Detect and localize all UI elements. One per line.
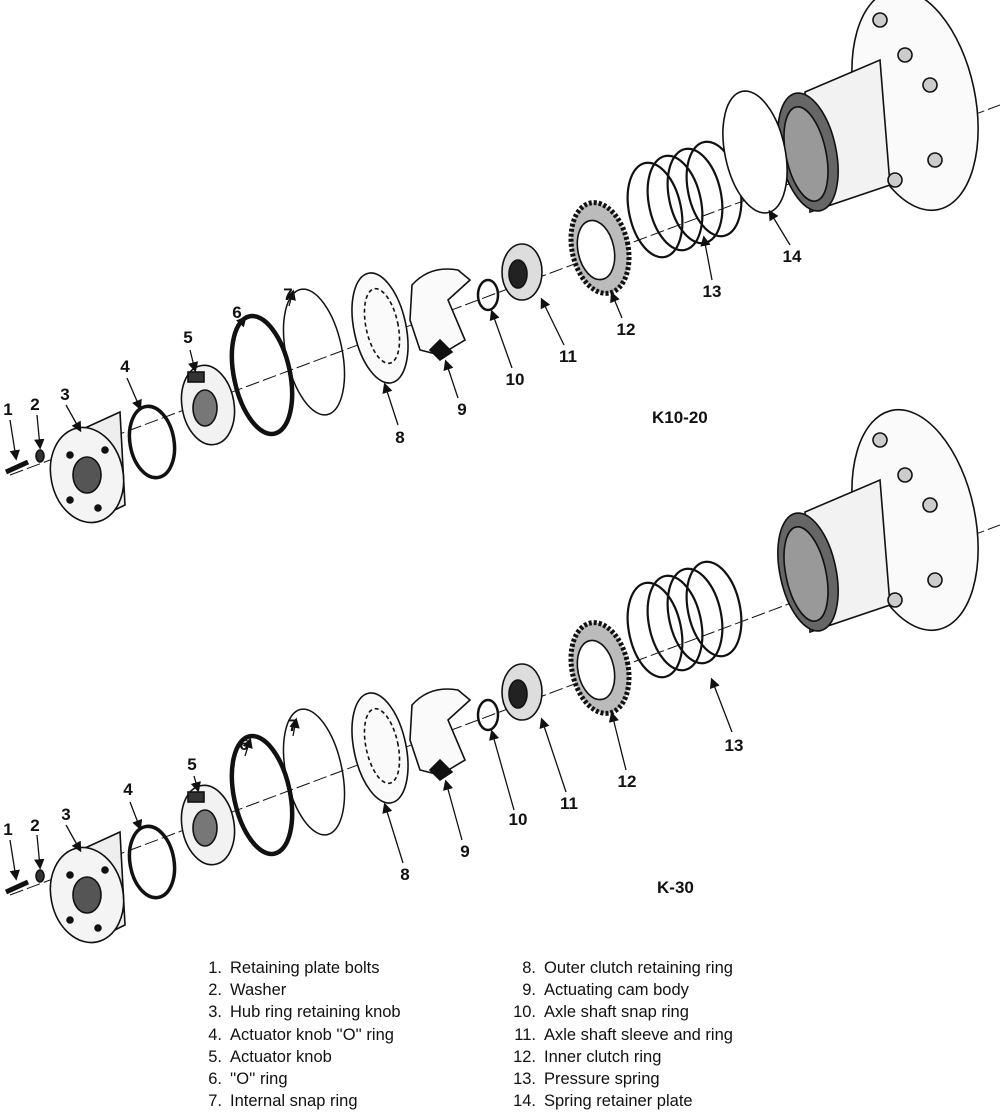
legend-label: Actuator knob ''O'' ring — [230, 1025, 394, 1044]
legend-item: 14. Spring retainer plate — [506, 1090, 733, 1112]
legend-label: Pressure spring — [544, 1070, 660, 1089]
legend-item: 7. Internal snap ring — [200, 1090, 401, 1112]
legend-label: Spring retainer plate — [544, 1092, 693, 1111]
callout-8: 8 — [395, 428, 405, 447]
legend-num: 11. — [514, 1025, 536, 1044]
legend-num: 12. — [513, 1047, 536, 1066]
legend-label: ''O'' ring — [230, 1070, 288, 1089]
legend-label: Axle shaft sleeve and ring — [544, 1025, 733, 1044]
legend-item: 2. Washer — [200, 979, 401, 1001]
part-spring-retainer-plate — [722, 90, 788, 214]
callout-3: 3 — [61, 805, 71, 824]
legend-item: 13. Pressure spring — [506, 1068, 733, 1090]
callout-2: 2 — [30, 816, 40, 835]
legend-item: 4. Actuator knob ''O'' ring — [200, 1024, 401, 1046]
legend-num: 9. — [522, 981, 536, 1000]
callout-1: 1 — [3, 820, 13, 839]
legend-label: Internal snap ring — [230, 1092, 358, 1111]
callout-5: 5 — [183, 328, 193, 347]
callout-3: 3 — [60, 385, 70, 404]
legend-num: 4. — [208, 1025, 222, 1044]
callout-10: 10 — [505, 370, 525, 389]
callout-11: 11 — [560, 794, 578, 813]
legend-num: 10. — [513, 1003, 536, 1022]
legend-label: Inner clutch ring — [544, 1047, 662, 1066]
legend-label: Actuating cam body — [544, 981, 689, 1000]
diagram-title-k10-20: K10-20 — [652, 408, 708, 427]
callout-7: 7 — [288, 716, 298, 735]
legend-label: Actuator knob — [230, 1047, 332, 1066]
callout-12: 12 — [617, 772, 637, 791]
legend-num: 2. — [208, 981, 222, 1000]
legend-num: 3. — [208, 1003, 222, 1022]
legend-item: 9. Actuating cam body — [506, 979, 733, 1001]
callout-2: 2 — [30, 395, 40, 414]
legend-item: 12. Inner clutch ring — [506, 1046, 733, 1068]
legend-num: 6. — [208, 1070, 222, 1089]
callout-14: 14 — [782, 247, 802, 266]
callout-5: 5 — [187, 755, 197, 774]
callout-10: 10 — [508, 810, 528, 829]
legend-label: Washer — [230, 981, 287, 1000]
legend-num: 14. — [513, 1092, 536, 1111]
legend-label: Outer clutch retaining ring — [544, 959, 733, 977]
legend-item: 10. Axle shaft snap ring — [506, 1001, 733, 1023]
legend-num: 1. — [208, 959, 222, 977]
callout-9: 9 — [460, 842, 470, 861]
legend-item: 11. Axle shaft sleeve and ring — [506, 1024, 733, 1046]
legend-num: 8. — [522, 959, 536, 977]
legend-label: Hub ring retaining knob — [230, 1003, 401, 1022]
assembly-k-30 — [6, 398, 1000, 949]
legend-item: 3. Hub ring retaining knob — [200, 1001, 401, 1023]
callout-9: 9 — [457, 400, 467, 419]
callout-6: 6 — [239, 735, 249, 754]
legend-right: 8. Outer clutch retaining ring 9. Actuatin… — [506, 957, 733, 1112]
diagram-title-k-30: K-30 — [657, 878, 694, 897]
legend-left: 1. Retaining plate bolts 2. Washer 3. Hub r… — [200, 957, 401, 1112]
legend-item: 8. Outer clutch retaining ring — [506, 957, 733, 979]
callout-8: 8 — [400, 865, 410, 884]
callout-1: 1 — [3, 400, 13, 419]
callout-12: 12 — [616, 320, 636, 339]
legend-label: Axle shaft snap ring — [544, 1003, 689, 1022]
callout-11: 11 — [559, 347, 577, 366]
legend-item: 6. ''O'' ring — [200, 1068, 401, 1090]
legend-label: Retaining plate bolts — [230, 959, 380, 977]
callout-6: 6 — [232, 303, 242, 322]
assembly-k10-20 — [6, 0, 1000, 529]
callout-13: 13 — [702, 282, 722, 301]
legend-num: 5. — [208, 1047, 222, 1066]
legend-item: 1. Retaining plate bolts — [200, 957, 401, 979]
callout-4: 4 — [123, 780, 133, 799]
legend-num: 13. — [513, 1070, 536, 1089]
callout-7: 7 — [283, 285, 293, 304]
callout-4: 4 — [120, 357, 130, 376]
callout-13: 13 — [724, 736, 744, 755]
legend-item: 5. Actuator knob — [200, 1046, 401, 1068]
legend-num: 7. — [208, 1092, 222, 1111]
